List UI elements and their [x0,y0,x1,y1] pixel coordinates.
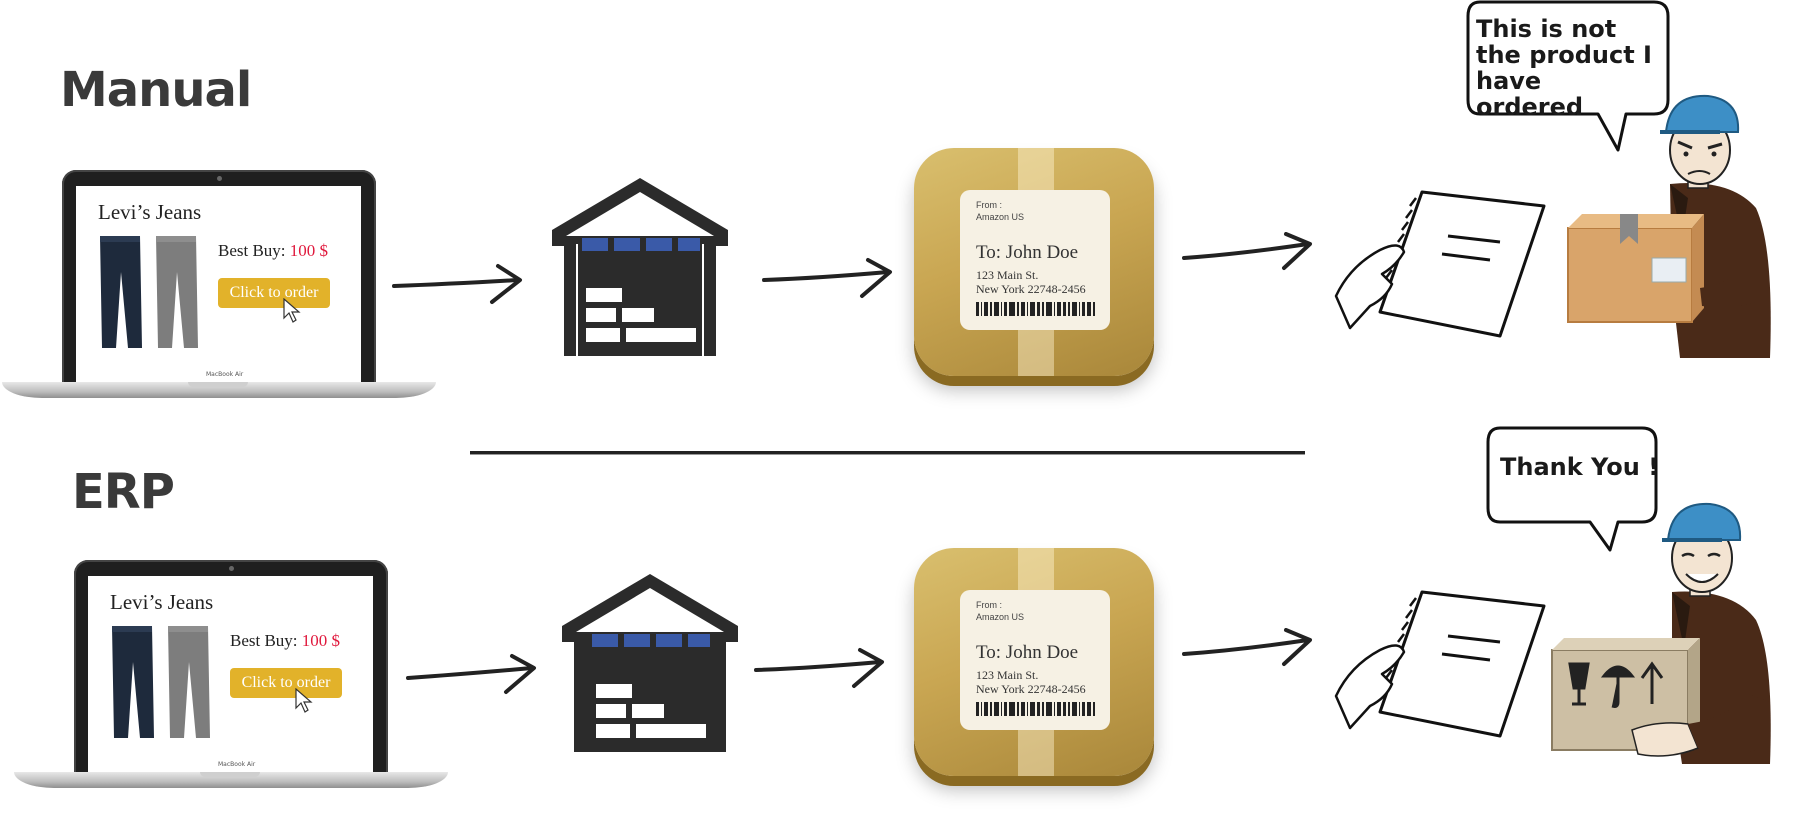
click-to-order-button[interactable]: Click to order [218,278,330,308]
warehouse-icon [552,178,728,356]
arrow-icon [392,264,522,304]
arrow-icon [762,258,892,298]
price-text: 100 $ [289,241,329,260]
laptop-screen: Levi’s Jeans Best Buy: 100 $ Click to or… [76,186,361,382]
price-text: 100 $ [301,631,341,650]
notebook-hand-icon [1334,190,1546,338]
courier-icon [1567,94,1771,358]
notebook-hand-icon [1334,590,1546,738]
speech-text: Thank You ! [1500,453,1660,481]
barcode [976,702,1095,716]
arrow-icon [754,648,884,688]
cursor-icon [295,688,313,713]
laptop-screen: Levi’s Jeans Best Buy: 100 $ Click to or… [88,576,373,772]
warehouse-icon [562,574,738,752]
address-line2: New York 22748-2456 [976,282,1086,296]
arrow-icon [1182,628,1312,666]
arrow-icon [1182,232,1312,270]
to-line: To: John Doe [976,642,1079,663]
section-title-manual: Manual [60,62,252,118]
product-title: Levi’s Jeans [98,200,202,224]
section-title-erp: ERP [72,464,175,520]
from-value: Amazon US [976,612,1025,622]
jeans-image [112,626,210,738]
from-label: From : [976,600,1002,610]
barcode [976,302,1095,316]
laptop-brand: MacBook Air [206,371,244,378]
from-label: From : [976,200,1002,210]
arrow-icon [406,654,536,694]
address-line2: New York 22748-2456 [976,682,1086,696]
best-buy-label: Best Buy: 100 $ [230,631,340,651]
speech-bubble-icon [1466,0,1670,152]
shipping-label: From : Amazon US To: John Doe 123 Main S… [960,590,1110,730]
laptop-brand: MacBook Air [218,761,256,768]
speech-text: This is not the product I have ordered [1476,15,1652,121]
from-value: Amazon US [976,212,1025,222]
best-buy-text: Best Buy: [218,241,290,260]
address-line1: 123 Main St. [976,268,1039,282]
click-to-order-button[interactable]: Click to order [230,668,342,698]
best-buy-text: Best Buy: [230,631,302,650]
address-line1: 123 Main St. [976,668,1039,682]
laptop-icon: Levi’s Jeans Best Buy: 100 $ Click to or… [12,558,452,794]
shipping-label: From : Amazon US To: John Doe 123 Main S… [960,190,1110,330]
product-title: Levi’s Jeans [110,590,214,614]
to-line: To: John Doe [976,242,1079,263]
package-icon: From : Amazon US To: John Doe 123 Main S… [914,148,1154,376]
package-icon: From : Amazon US To: John Doe 123 Main S… [914,548,1154,776]
laptop-icon: Levi’s Jeans Best Buy: 100 $ Click to or… [0,168,440,404]
section-divider [470,451,1305,455]
speech-bubble-icon [1486,426,1658,552]
cursor-icon [283,298,301,323]
courier-icon [1551,502,1771,764]
best-buy-label: Best Buy: 100 $ [218,241,328,261]
jeans-image [100,236,198,348]
